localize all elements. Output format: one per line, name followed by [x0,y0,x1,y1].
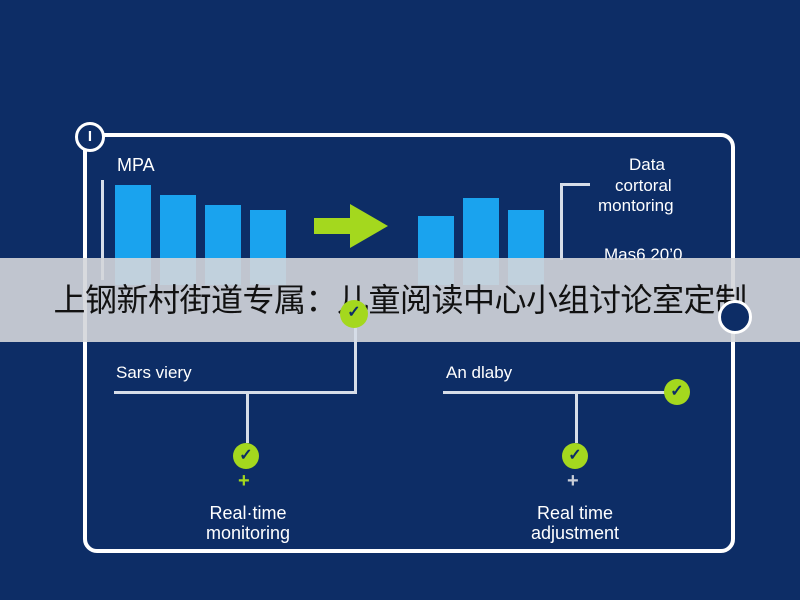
panel-corner-dot [718,300,752,334]
plus-icon: + [567,470,579,492]
caption-banner: 上钢新村街道专属：儿童阅读中心小组讨论室定制 [0,258,800,342]
left-axis-line [101,180,104,280]
left-branch-label: Sars viery [116,363,192,382]
bracket-vertical [560,183,563,260]
data-label: Data [629,155,665,174]
right-branch-label: An dlaby [446,363,513,382]
cortoral-label: cortoral [615,176,672,195]
bracket-top [560,183,590,186]
banner-text: 上钢新村街道专属：儿童阅读中心小组讨论室定制 [53,282,747,318]
left-connector-vertical [354,328,357,392]
check-icon: ✓ [233,443,259,469]
check-icon: ✓ [562,443,588,469]
check-icon: ✓ [664,379,690,405]
arrow-right-icon [314,204,388,248]
left-caption-line2: monitoring [205,523,291,543]
right-caption-line2: adjustment [530,523,620,543]
left-branch-line [114,391,357,394]
left-caption-line1: Real·time [209,503,287,523]
plus-icon: + [238,470,250,492]
check-icon: ✓ [340,300,368,328]
right-caption-line1: Real time [536,503,614,523]
right-stem [575,393,578,443]
top-badge: I [75,122,105,152]
right-branch-line [443,391,668,394]
diagram-panel [83,133,735,553]
left-stem [246,393,249,443]
left-chart-label: MPA [117,155,155,175]
montoring-label: montoring [598,196,674,215]
